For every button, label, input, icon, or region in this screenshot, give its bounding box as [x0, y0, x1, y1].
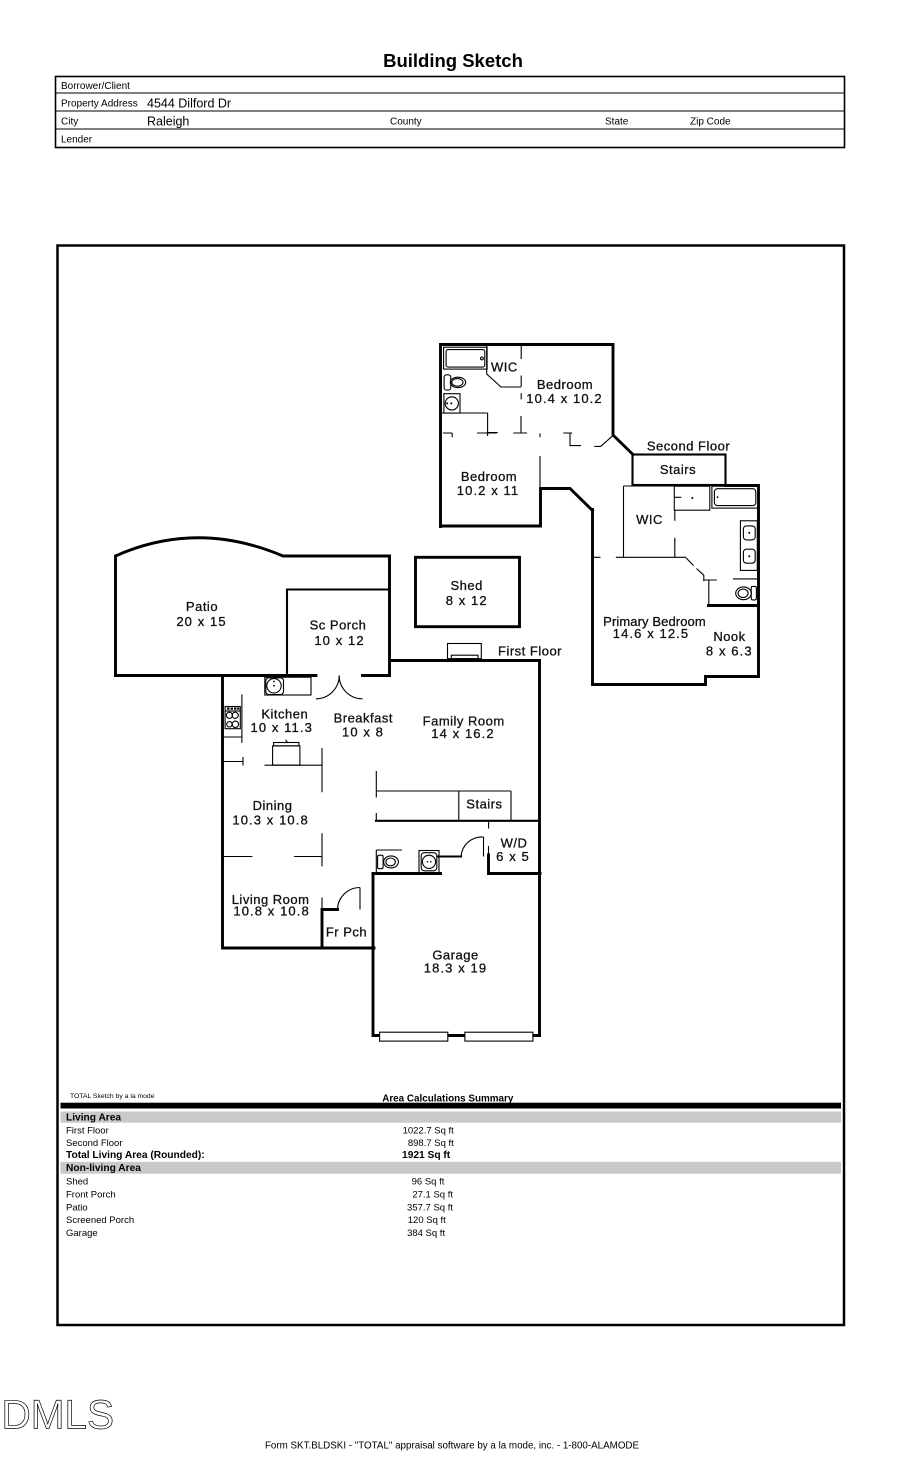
svg-text:DMLS: DMLS [2, 1392, 115, 1438]
svg-text:TOTAL Sketch by a la mode: TOTAL Sketch by a la mode [70, 1093, 155, 1100]
svg-text:Stairs: Stairs [466, 797, 502, 812]
svg-text:First Floor: First Floor [498, 643, 562, 658]
svg-text:First Floor: First Floor [66, 1126, 109, 1137]
svg-text:Stairs: Stairs [660, 462, 696, 477]
svg-text:1921 Sq ft: 1921 Sq ft [402, 1150, 451, 1161]
svg-text:WIC: WIC [636, 512, 663, 527]
svg-text:357.7 Sq ft: 357.7 Sq ft [407, 1202, 453, 1213]
svg-text:8 x 6.3: 8 x 6.3 [706, 644, 753, 659]
svg-text:Fr Pch: Fr Pch [326, 925, 367, 940]
svg-text:Family Room: Family Room [423, 714, 505, 729]
svg-text:10.8 x 10.8: 10.8 x 10.8 [233, 904, 309, 919]
svg-text:Shed: Shed [451, 578, 483, 593]
svg-text:Building Sketch: Building Sketch [383, 50, 523, 71]
svg-text:Raleigh: Raleigh [147, 115, 189, 129]
svg-text:W/D: W/D [501, 836, 528, 851]
svg-text:Patio: Patio [66, 1202, 88, 1213]
svg-text:27.1 Sq ft: 27.1 Sq ft [412, 1189, 453, 1200]
svg-text:18.3 x 19: 18.3 x 19 [424, 960, 487, 975]
svg-text:Dining: Dining [253, 798, 293, 813]
svg-text:Nook: Nook [713, 629, 745, 644]
svg-text:4544 Dilford Dr: 4544 Dilford Dr [147, 97, 231, 111]
svg-text:WIC: WIC [491, 360, 518, 375]
svg-text:10 x 8: 10 x 8 [342, 724, 384, 739]
svg-text:Bedroom: Bedroom [461, 469, 517, 484]
svg-text:Garage: Garage [66, 1228, 98, 1239]
svg-text:Screened Porch: Screened Porch [66, 1215, 134, 1226]
svg-text:14 x 16.2: 14 x 16.2 [431, 726, 494, 741]
svg-text:Living Room: Living Room [232, 892, 310, 907]
svg-text:Front Porch: Front Porch [66, 1189, 116, 1200]
svg-text:Lender: Lender [61, 135, 93, 146]
svg-text:Bedroom: Bedroom [537, 377, 593, 392]
svg-text:State: State [605, 117, 629, 128]
svg-text:Second Floor: Second Floor [66, 1138, 123, 1149]
svg-text:Living Area: Living Area [66, 1113, 121, 1124]
svg-text:City: City [61, 117, 78, 128]
svg-text:96 Sq ft: 96 Sq ft [412, 1177, 445, 1188]
svg-text:Garage: Garage [432, 948, 478, 963]
svg-text:Zip Code: Zip Code [690, 117, 731, 128]
svg-text:Area Calculations Summary: Area Calculations Summary [382, 1094, 514, 1105]
svg-text:Second Floor: Second Floor [647, 439, 730, 454]
svg-text:Non-living Area: Non-living Area [66, 1163, 141, 1174]
svg-text:Form SKT.BLDSKI - "TOTAL" appr: Form SKT.BLDSKI - "TOTAL" appraisal soft… [265, 1441, 640, 1452]
svg-text:Breakfast: Breakfast [334, 710, 393, 725]
svg-text:10 x 11.3: 10 x 11.3 [250, 720, 312, 735]
svg-text:6 x 5: 6 x 5 [496, 849, 530, 864]
svg-text:10 x 12: 10 x 12 [314, 633, 364, 648]
svg-text:10.4 x 10.2: 10.4 x 10.2 [526, 391, 602, 406]
svg-text:Shed: Shed [66, 1177, 88, 1188]
svg-text:1022.7 Sq ft: 1022.7 Sq ft [403, 1126, 455, 1137]
svg-text:Primary Bedroom: Primary Bedroom [603, 614, 706, 629]
svg-text:County: County [390, 117, 422, 128]
svg-text:120 Sq ft: 120 Sq ft [408, 1215, 446, 1226]
svg-text:Sc Porch: Sc Porch [310, 617, 367, 632]
svg-text:898.7 Sq ft: 898.7 Sq ft [408, 1138, 454, 1149]
svg-text:384 Sq ft: 384 Sq ft [407, 1228, 445, 1239]
svg-text:10.2 x 11: 10.2 x 11 [457, 483, 519, 498]
svg-text:8 x 12: 8 x 12 [446, 593, 488, 608]
svg-text:Property Address: Property Address [61, 99, 138, 110]
svg-text:20 x 15: 20 x 15 [176, 614, 226, 629]
svg-text:Kitchen: Kitchen [261, 706, 308, 721]
svg-text:Borrower/Client: Borrower/Client [61, 81, 130, 92]
svg-text:10.3 x 10.8: 10.3 x 10.8 [232, 812, 308, 827]
svg-text:14.6 x 12.5: 14.6 x 12.5 [613, 626, 689, 641]
svg-text:Total Living Area (Rounded):: Total Living Area (Rounded): [66, 1150, 205, 1161]
svg-text:Patio: Patio [186, 599, 218, 614]
